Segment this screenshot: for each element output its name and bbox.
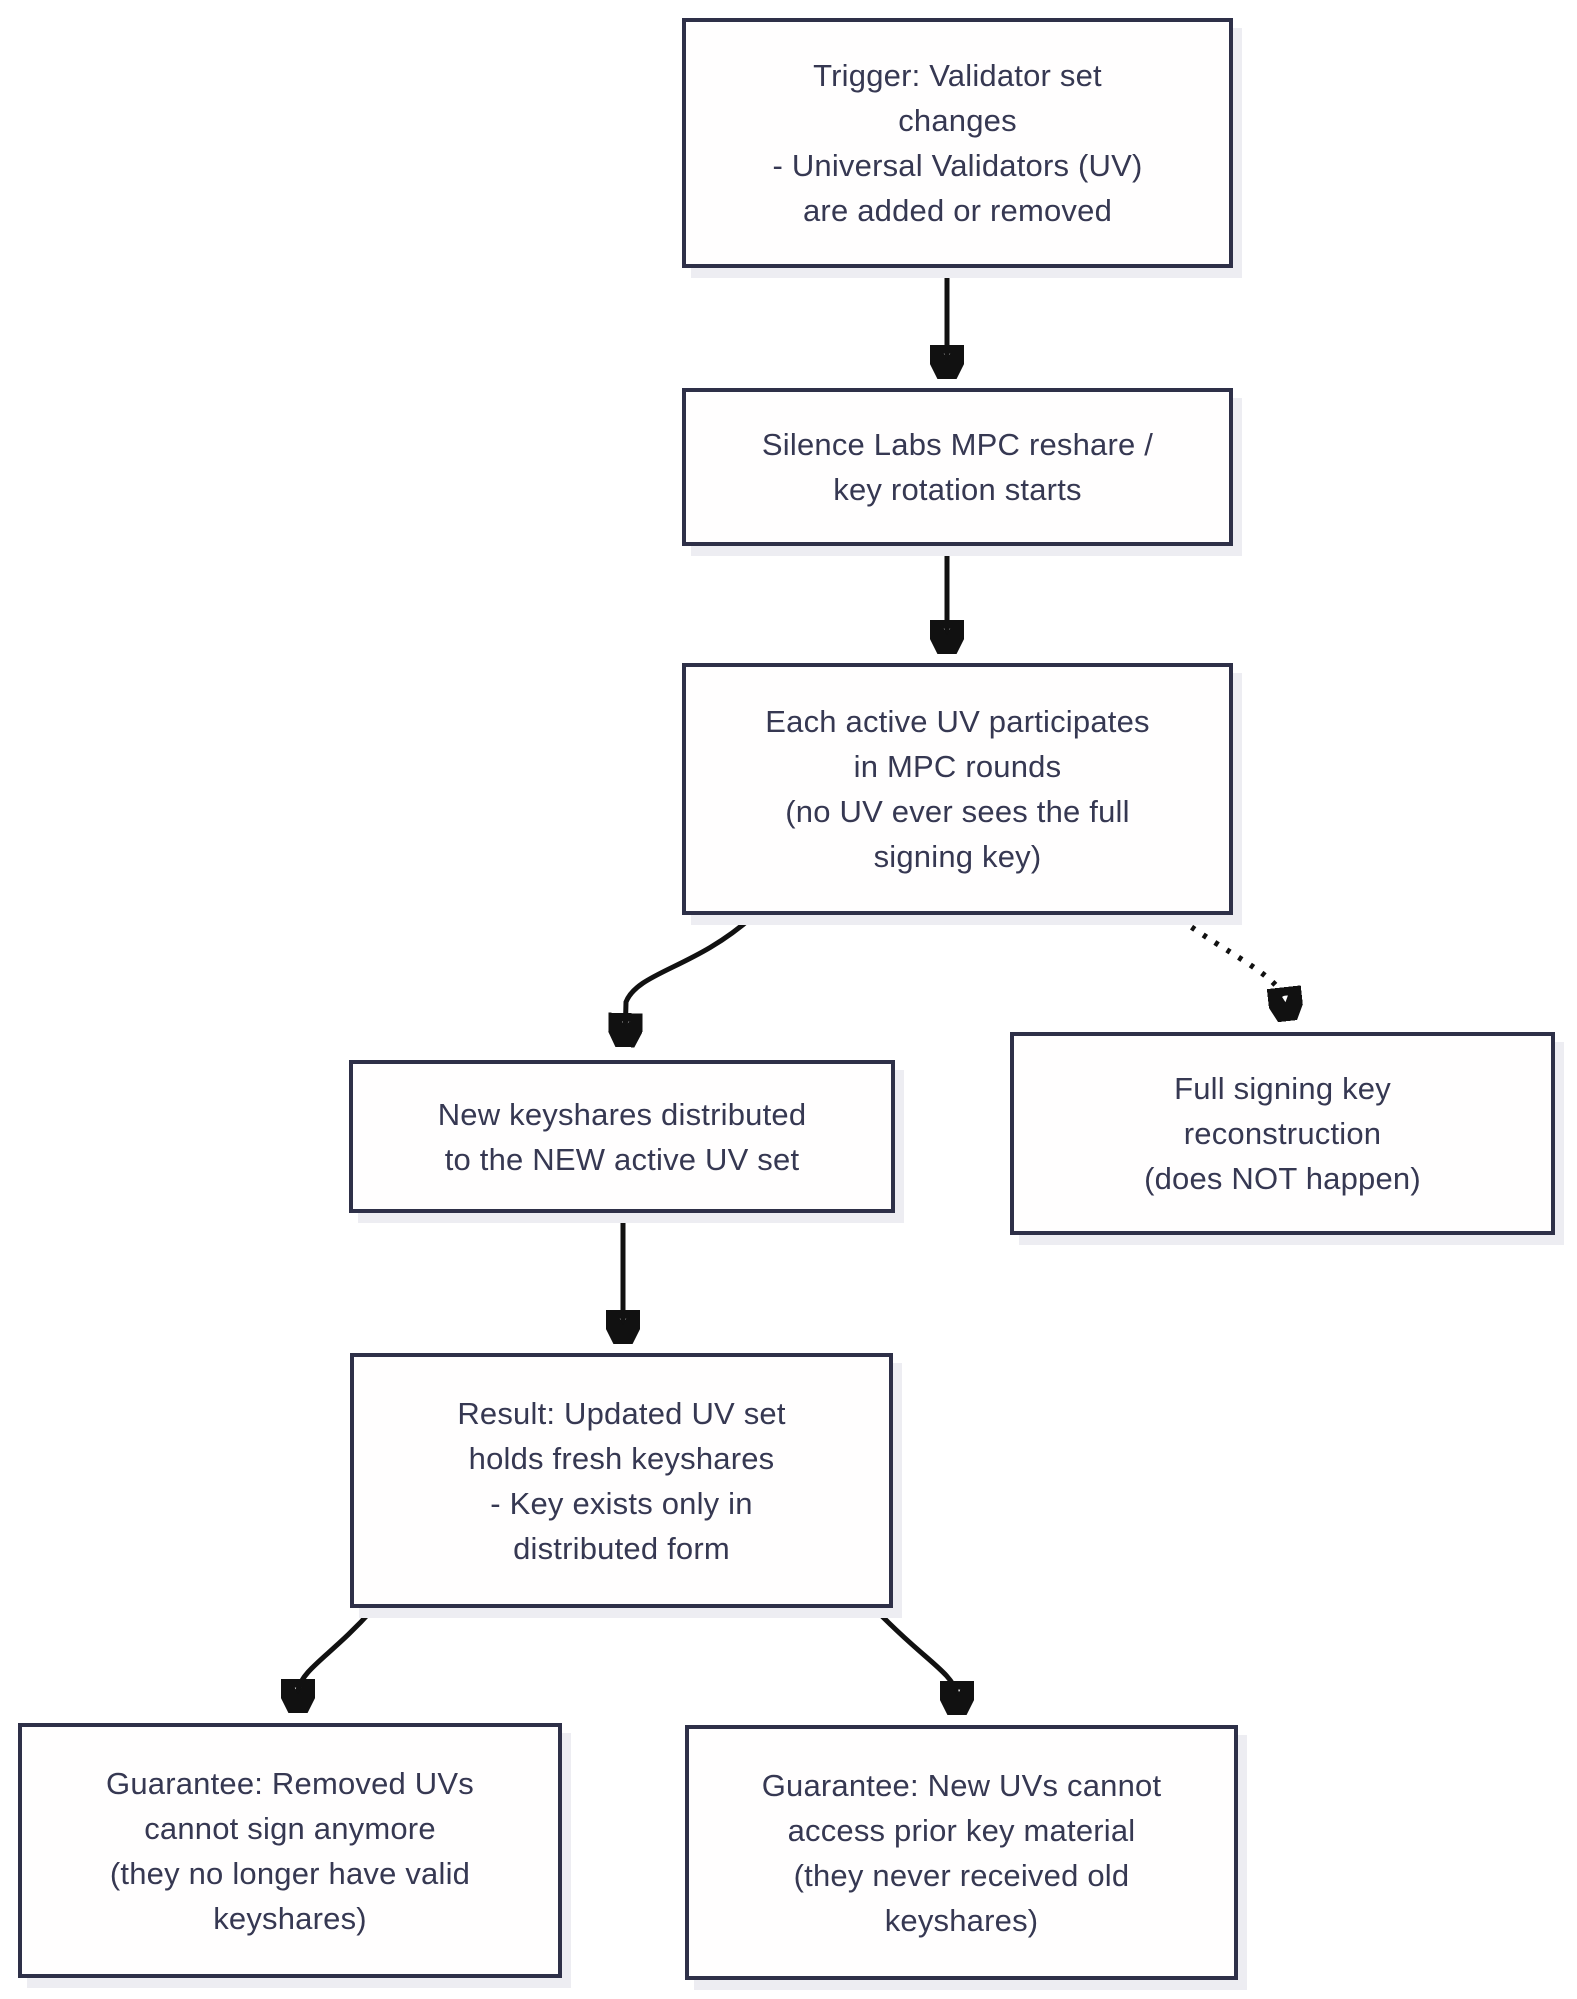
edge-mpc-rounds-to-new-keyshares [625, 915, 754, 1042]
edge-result-to-guarantee-new [874, 1608, 957, 1710]
flow-node-reshare: Silence Labs MPC reshare / key rotation … [682, 388, 1233, 546]
flow-node-new-keyshares: New keyshares distributed to the NEW act… [349, 1060, 895, 1213]
edge-mpc-rounds-to-reconstruction [1178, 916, 1287, 1016]
flow-node-mpc-rounds: Each active UV participates in MPC round… [682, 663, 1233, 915]
flow-node-reconstruction: Full signing key reconstruction (does NO… [1010, 1032, 1555, 1235]
edge-result-to-guarantee-removed [298, 1608, 374, 1708]
flow-node-guarantee-removed: Guarantee: Removed UVs cannot sign anymo… [18, 1723, 562, 1978]
flow-node-trigger: Trigger: Validator set changes - Univers… [682, 18, 1233, 268]
flow-node-result: Result: Updated UV set holds fresh keysh… [350, 1353, 893, 1608]
flow-node-guarantee-new: Guarantee: New UVs cannot access prior k… [685, 1725, 1238, 1980]
